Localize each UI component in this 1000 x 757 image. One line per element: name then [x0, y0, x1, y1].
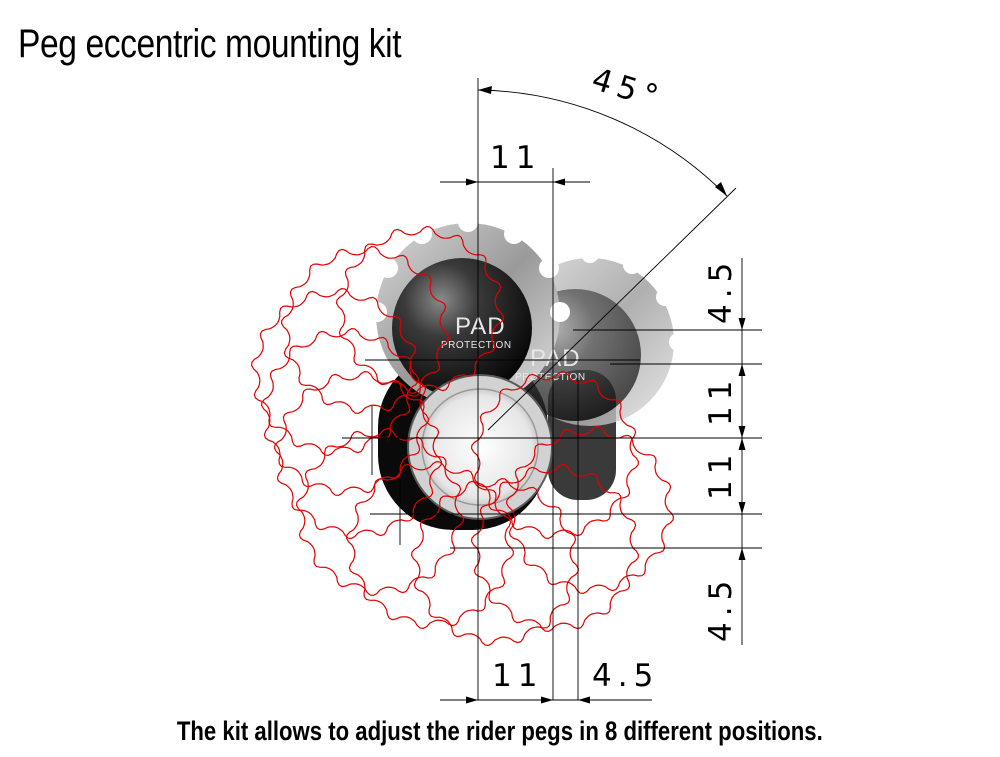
mount-hole: [407, 374, 553, 520]
peg-position-outline: [345, 460, 515, 630]
peg-position-outline: [470, 370, 640, 540]
peg-position-outlines: [250, 225, 675, 647]
serrated-disc-left: [367, 212, 570, 407]
dim-right-mid-upper: 11: [703, 375, 739, 426]
caption: The kit allows to adjust the rider pegs …: [0, 716, 1000, 747]
peg-position-outline: [260, 327, 430, 497]
peg-position-outline: [410, 477, 580, 647]
dim-right-top: 4.5: [703, 257, 739, 324]
dim-right-bottom: 4.5: [703, 575, 739, 642]
logo-pad-1: PAD: [455, 313, 506, 340]
dim-bottom-width-right: 4.5: [592, 658, 659, 694]
peg-position-outline: [280, 245, 450, 415]
dim-right-mid-lower: 11: [703, 449, 739, 500]
dim-bottom-width-left: 11: [492, 658, 543, 694]
logo-pad-2: PAD: [530, 345, 581, 372]
logo-protection-1: PROTECTION: [441, 340, 512, 351]
dim-angle: 45°: [588, 61, 668, 117]
caption-text: The kit allows to adjust the rider pegs …: [177, 716, 823, 746]
peg-position-outline: [335, 225, 505, 395]
dim-top-width: 11: [490, 140, 541, 176]
dimension-arrows: [466, 86, 746, 704]
logo-protection-2: PROTECTION: [515, 372, 586, 383]
page-title: Peg eccentric mounting kit: [18, 22, 402, 66]
